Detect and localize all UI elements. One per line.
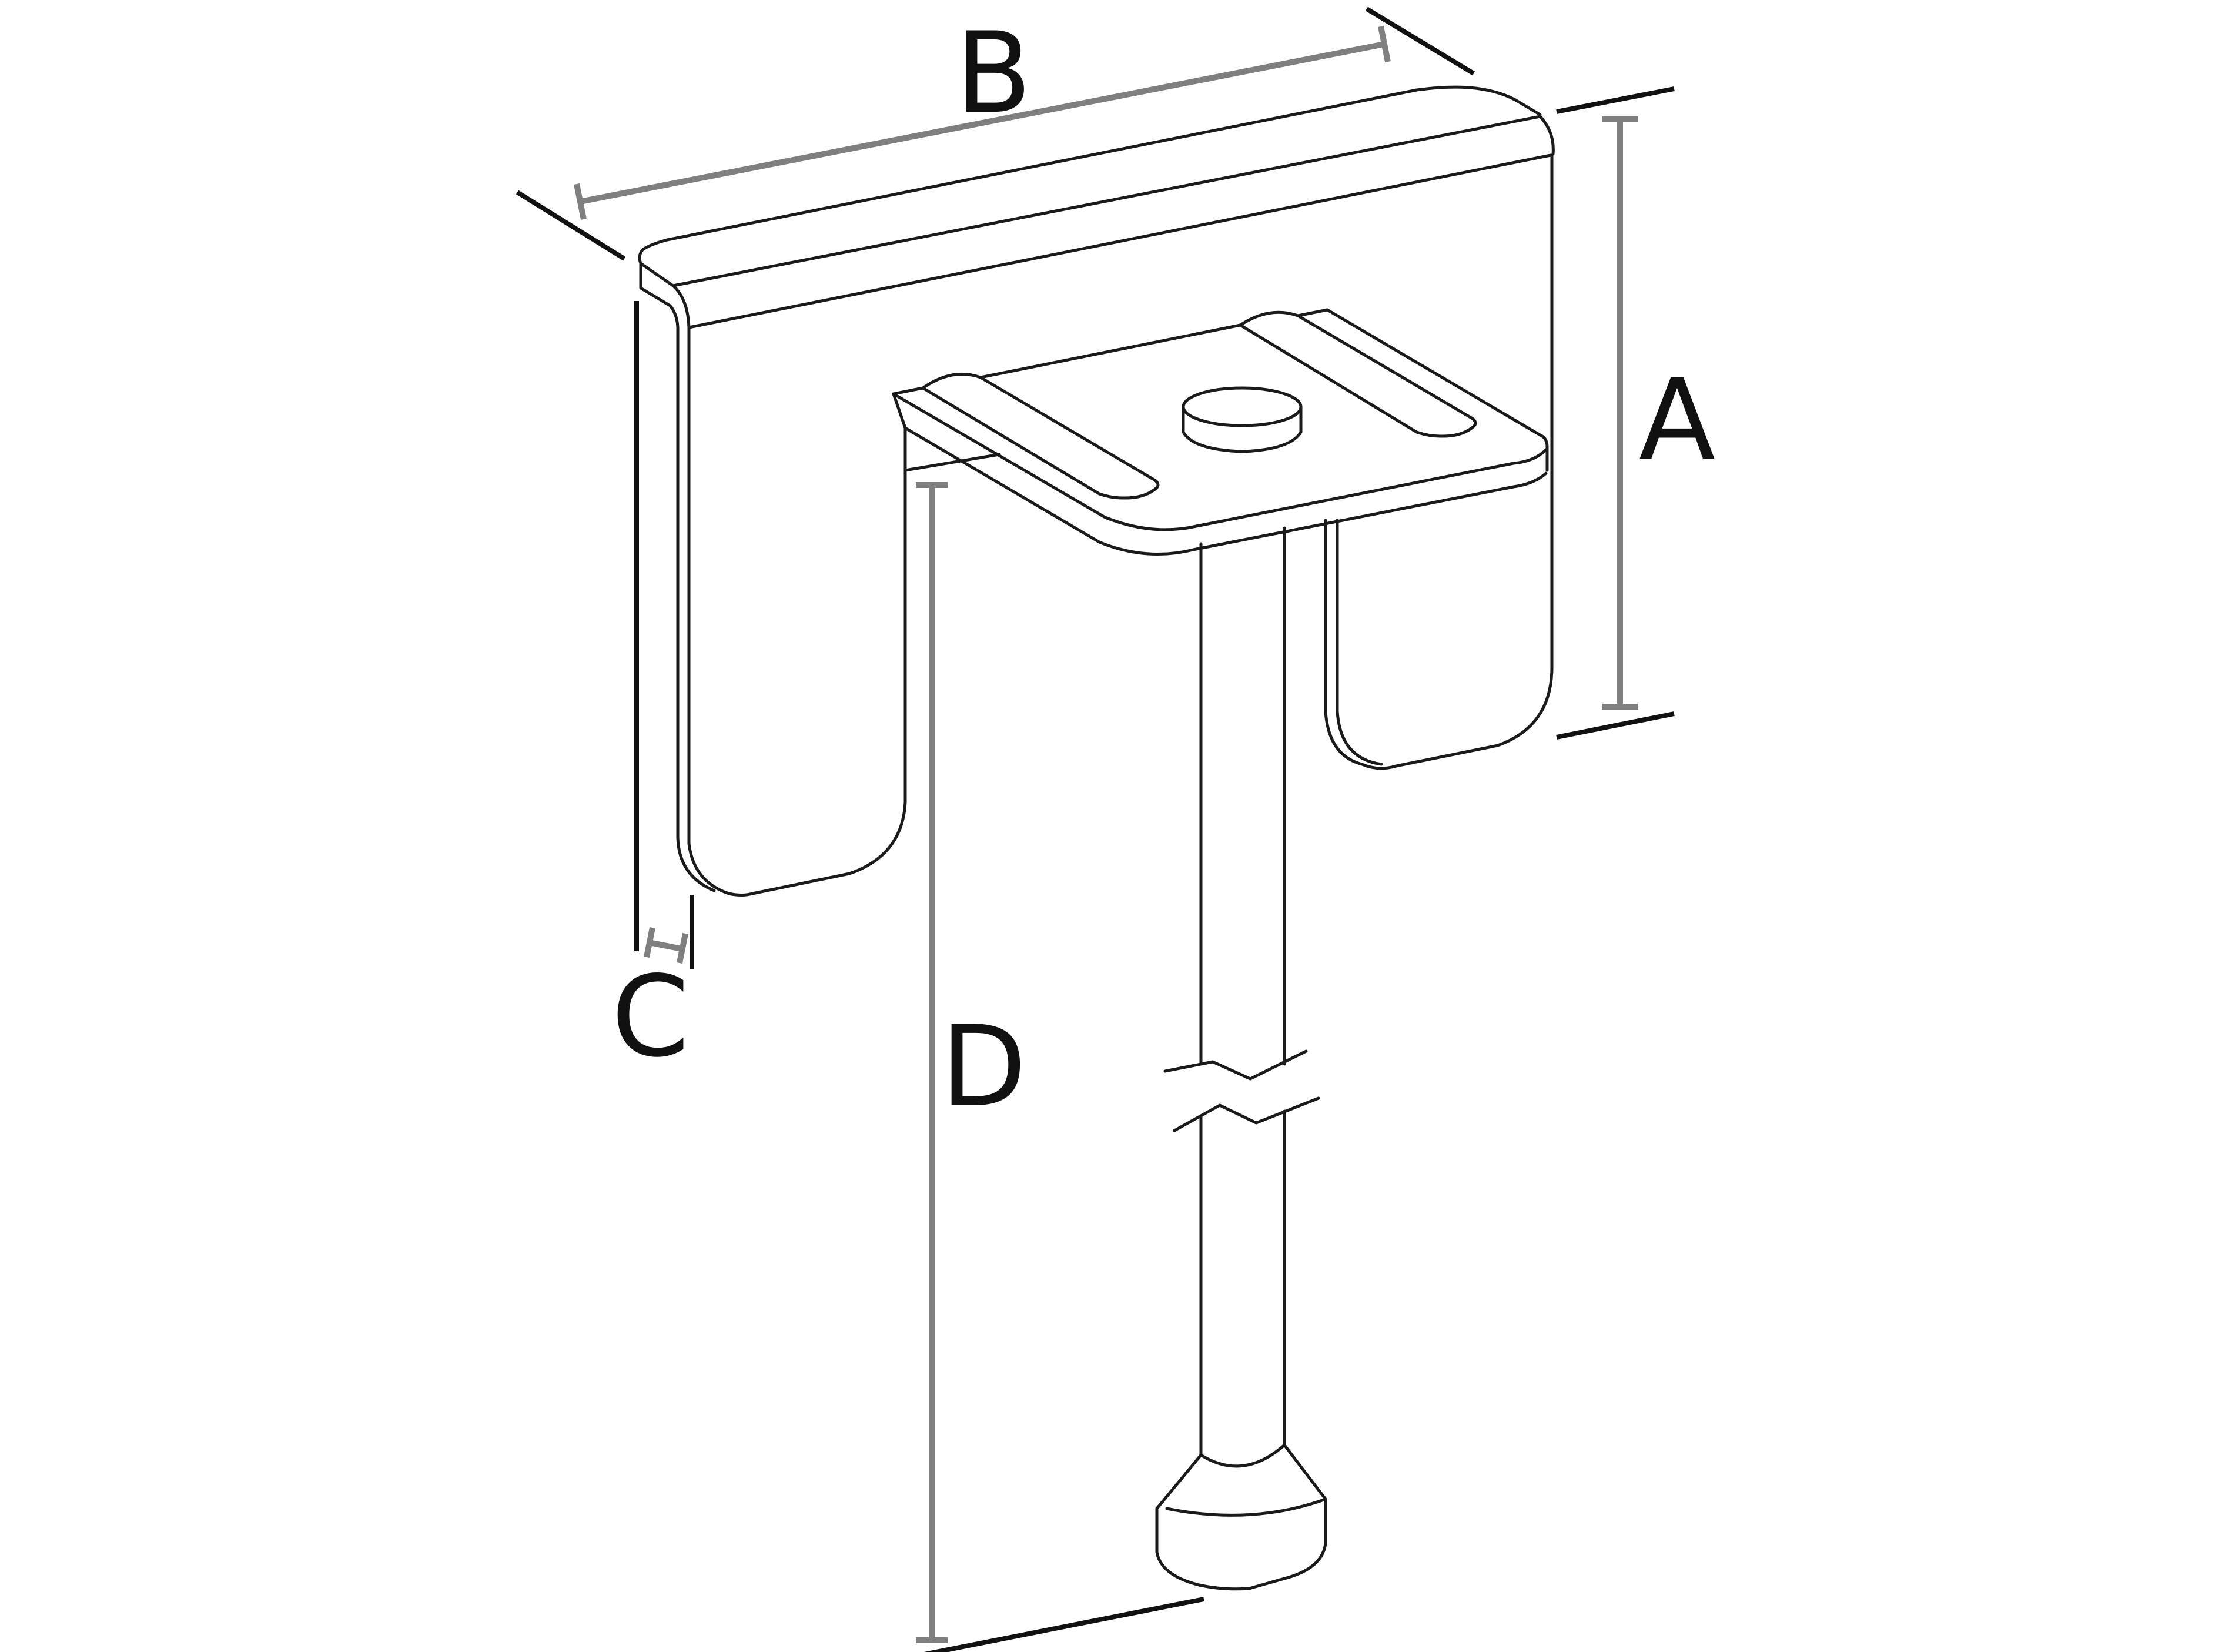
bracket-top-front-edge: [671, 115, 1542, 287]
foot-rim: [1165, 1497, 1327, 1517]
rod-break-lower: [1173, 1096, 1320, 1132]
dim-c-tick-left: [644, 927, 655, 958]
right-slot: [1239, 310, 1477, 438]
plate-right-thickness: [1538, 433, 1549, 472]
dimension-d: D: [916, 482, 1204, 1652]
rod-break-upper: [1163, 1049, 1308, 1081]
bracket-face-top-edge: [687, 153, 1552, 329]
center-boss-top: [1182, 386, 1303, 427]
foot-top-curve: [1199, 1443, 1286, 1468]
bracket-left-top-corner: [638, 238, 691, 329]
dimension-b: B: [516, 6, 1475, 261]
bracket-left-thickness: [639, 262, 680, 329]
plate-left-top: [892, 386, 925, 396]
bracket-top-edge: [665, 85, 1542, 242]
dim-b-tick-left: [574, 183, 587, 220]
plate-front-edge-top: [892, 392, 1548, 531]
pin-rod: [1163, 526, 1320, 1457]
dim-b-line: [580, 41, 1385, 205]
dim-d-extension-bottom: [923, 1597, 1204, 1652]
foot-side-right: [1283, 1497, 1327, 1580]
plate-back-edge-right: [1296, 308, 1542, 437]
bracket-left-outer-edge: [676, 326, 716, 892]
dim-c-label: C: [611, 952, 690, 1082]
foot-bottom: [1197, 1577, 1286, 1591]
dim-c-tick-right: [677, 933, 688, 964]
bracket-left-inner-edge: [687, 326, 907, 897]
plate-left-bevel: [892, 392, 907, 430]
dim-b-extension-right: [1365, 6, 1475, 76]
dim-b-label: B: [955, 8, 1032, 138]
foot-cone-left: [1155, 1453, 1203, 1510]
plate-front-edge-bottom: [903, 426, 1548, 556]
mounting-plate: [892, 308, 1549, 556]
dim-b-extension-left: [516, 190, 626, 261]
bracket-right-leg-inner: [1336, 519, 1383, 766]
dim-b-tick-right: [1378, 26, 1391, 62]
plate-edge-under: [903, 453, 1001, 472]
center-boss-side: [1182, 405, 1303, 453]
foot-side-left: [1155, 1507, 1201, 1587]
foot-cone-right: [1283, 1443, 1327, 1501]
bracket-right-corner: [1538, 115, 1555, 156]
dim-a-extension-top: [1556, 86, 1675, 114]
dim-a-label: A: [1639, 355, 1715, 485]
dimension-a: A: [1556, 86, 1715, 740]
dim-c-line: [648, 939, 682, 952]
u-bracket: [638, 85, 1555, 897]
bracket-right-leg-bottom: [1324, 519, 1554, 770]
left-slot: [921, 373, 1160, 500]
dim-d-label: D: [941, 1002, 1026, 1132]
dimension-c: C: [611, 301, 694, 1082]
plate-back-edge: [979, 323, 1242, 379]
rod-foot: [1155, 1443, 1327, 1591]
dim-a-extension-bottom: [1556, 711, 1675, 740]
